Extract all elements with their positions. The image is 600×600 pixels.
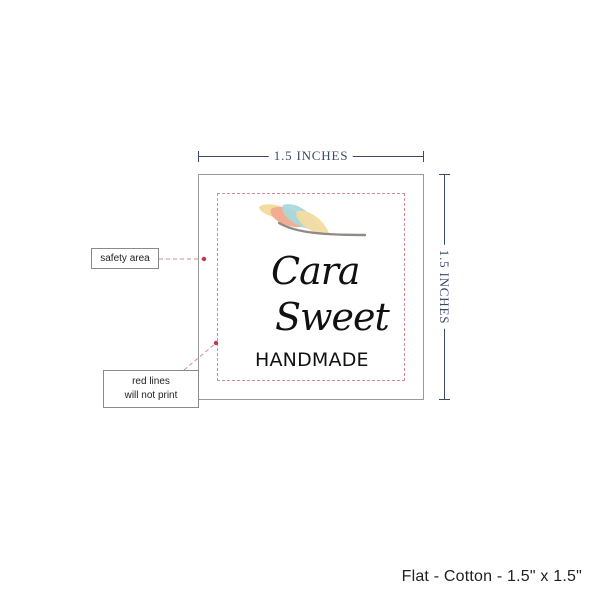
product-spec-caption: Flat - Cotton - 1.5" x 1.5" (401, 568, 582, 585)
red-lines-callout-line1: red lines (132, 376, 170, 387)
height-dimension-label: 1.5 INCHES (436, 244, 452, 330)
red-lines-callout-line2: will not print (124, 390, 178, 401)
brand-name-line1: Cara (271, 249, 361, 293)
safety-area-callout-text: safety area (100, 253, 150, 264)
height-dimension-tick-top (439, 174, 450, 175)
red-lines-callout: red lines will not print (103, 370, 199, 408)
brand-name-line2: Sweet (275, 295, 390, 339)
safety-area-outline (217, 193, 405, 381)
width-dimension: 1.5 INCHES (198, 148, 424, 164)
safety-area-callout: safety area (91, 248, 159, 269)
width-dimension-label: 1.5 INCHES (268, 148, 354, 164)
width-dimension-tick-left (198, 151, 199, 162)
label-preview: Cara Sweet HANDMADE (198, 174, 424, 400)
width-dimension-tick-right (423, 151, 424, 162)
feather-icon (259, 204, 367, 237)
height-dimension-tick-bottom (439, 399, 450, 400)
height-dimension: 1.5 INCHES (436, 174, 452, 400)
brand-tagline: HANDMADE (255, 349, 369, 371)
